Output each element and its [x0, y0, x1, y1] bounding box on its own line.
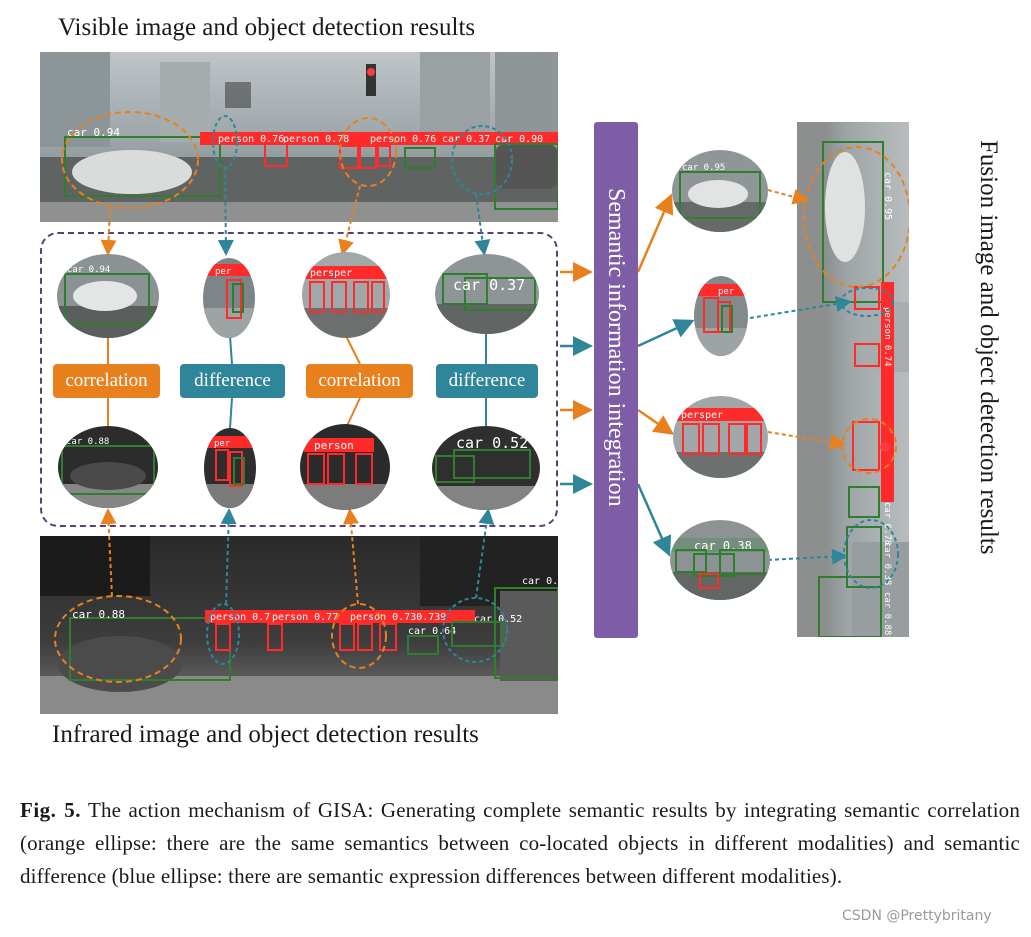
- infrared-image: car 0.88 person 0.7 person 0.77 person 0…: [40, 536, 558, 714]
- infrared-det-label: person 0.77: [272, 612, 338, 623]
- visible-lens-person-difference: per: [203, 258, 255, 338]
- caption-label: Fig. 5.: [20, 798, 81, 822]
- visible-det-label: person 0.78: [283, 134, 349, 145]
- integration-label: Semantic information integration: [603, 188, 629, 507]
- fused-lens-label: persper: [681, 410, 723, 421]
- visible-det-label: person 0.76: [370, 134, 436, 145]
- visible-image: car 0.94 person 0.76 person 0.78 person …: [40, 52, 558, 222]
- fused-lens-cars: car 0.38: [670, 520, 770, 600]
- infrared-det-label: car 0.52: [474, 614, 522, 625]
- infrared-det-label: car 0.64: [408, 626, 456, 637]
- connector-overlay: [100, 166, 852, 605]
- integration-bar: [594, 122, 638, 638]
- fused-lens-label: car 0.95: [682, 163, 725, 173]
- figure-caption: Fig. 5. The action mechanism of GISA: Ge…: [20, 794, 1020, 893]
- infrared-lens-label: car 0.88: [66, 437, 109, 447]
- correlation-tag: correlation: [306, 364, 413, 398]
- visible-lens-label: per: [215, 267, 232, 277]
- fusion-det-label: car 0.88: [882, 592, 892, 635]
- visible-det-label: car 0.90: [495, 134, 543, 145]
- fusion-det-label: car 0.78: [882, 502, 892, 545]
- fused-lens-car: car 0.95: [672, 150, 768, 232]
- visible-det-label: person 0.76: [218, 134, 284, 145]
- infrared-lens-person-difference: per: [204, 428, 256, 508]
- correlation-tag: correlation: [53, 364, 160, 398]
- caption-text: The action mechanism of GISA: Generating…: [20, 798, 1020, 888]
- infrared-lens-label: person: [314, 439, 354, 452]
- fusion-image: car 0.95 person 0.74 car 0.78 car 0.38 c…: [797, 122, 909, 637]
- visible-lens-label: car 0.37: [453, 276, 525, 294]
- visible-lens-car: car 0.94: [57, 254, 159, 338]
- difference-tag: difference: [436, 364, 538, 398]
- visible-lens-label: car 0.94: [67, 265, 110, 275]
- visible-image-title: Visible image and object detection resul…: [58, 14, 476, 41]
- infrared-det-label: person 0.730.739: [350, 612, 446, 623]
- infrared-lens-label: per: [214, 439, 231, 449]
- fused-lens-persons: persper: [673, 396, 768, 478]
- fusion-image-title: Fusion image and object detection result…: [975, 140, 1002, 555]
- fusion-det-label: car 0.38: [882, 542, 892, 585]
- visible-lens-persons: persper: [302, 252, 390, 338]
- comparison-container: [40, 232, 558, 527]
- fused-lens-label: per: [718, 287, 735, 297]
- fusion-det-label: person 0.74: [882, 307, 892, 367]
- infrared-lens-car: car 0.88: [58, 426, 158, 508]
- visible-lens-car-difference: car 0.37: [435, 254, 539, 334]
- infrared-det-label: car 0.88: [72, 608, 125, 621]
- difference-tag: difference: [180, 364, 285, 398]
- infrared-image-title: Infrared image and object detection resu…: [52, 721, 479, 748]
- infrared-lens-label: car 0.52: [456, 434, 528, 452]
- infrared-det-label: person 0.7: [210, 612, 270, 623]
- infrared-lens-car-difference: car 0.52: [432, 426, 540, 510]
- visible-det-label: car 0.37: [442, 134, 490, 145]
- fused-lens-person: per: [694, 276, 748, 356]
- visible-lens-label: persper: [310, 268, 352, 279]
- csdn-watermark: CSDN @Prettybritany: [842, 908, 992, 924]
- infrared-det-label: car 0.25: [522, 576, 558, 587]
- infrared-lens-persons: person: [300, 424, 390, 510]
- fusion-det-label: car 0.95: [882, 172, 893, 220]
- visible-det-label: car 0.94: [67, 126, 120, 139]
